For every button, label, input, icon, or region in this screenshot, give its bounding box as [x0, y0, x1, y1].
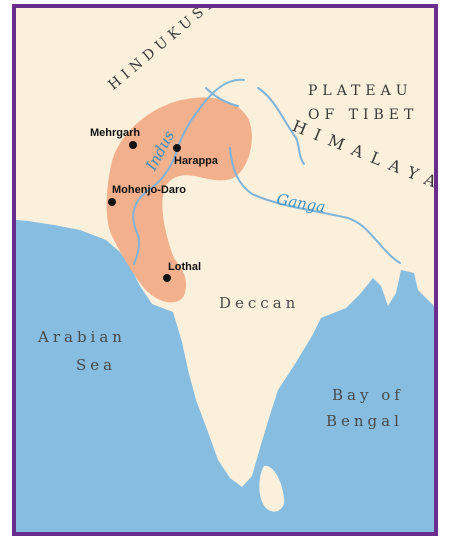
- lothal-label: Lothal: [168, 261, 201, 273]
- tsangpo-river: [257, 87, 305, 165]
- mehrgarh-label: Mehrgarh: [90, 127, 141, 139]
- lothal-dot: [163, 274, 171, 282]
- indus-river: [132, 78, 245, 265]
- bay-of-bengal-label-line2: Bengal: [326, 412, 403, 430]
- plateau-label-line1: PLATEAU: [308, 83, 413, 99]
- bay-of-bengal-label-line1: Bay of: [332, 386, 404, 404]
- map-canvas: [16, 8, 434, 532]
- land-mass: [16, 8, 434, 487]
- mehrgarh-dot: [129, 141, 137, 149]
- plateau-label-line2: OF TIBET: [308, 107, 419, 123]
- sri-lanka-island: [259, 465, 285, 512]
- deccan-label: Deccan: [219, 294, 300, 312]
- ganga-river: [229, 147, 401, 264]
- map-frame: HINDUKUSH PLATEAU OF TIBET HIMALAYA Decc…: [12, 4, 438, 536]
- harappa-dot: [173, 144, 181, 152]
- indus-tributary: [205, 87, 239, 107]
- arabian-sea-label-line1: Arabian: [38, 328, 126, 346]
- mohenjo-daro-label: Mohenjo-Daro: [112, 184, 186, 196]
- harappa-label: Harappa: [174, 155, 219, 167]
- arabian-sea-label-line2: Sea: [76, 356, 117, 374]
- mohenjo-daro-dot: [108, 198, 116, 206]
- indus-civilization-area: [106, 97, 252, 303]
